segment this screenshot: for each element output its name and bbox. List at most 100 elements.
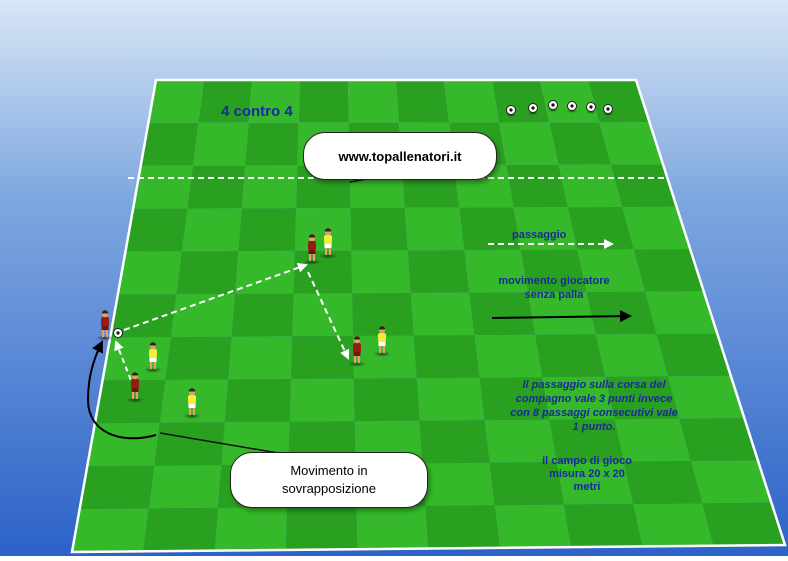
grass-tile xyxy=(353,335,417,379)
grass-tile xyxy=(410,292,475,336)
grass-tile xyxy=(527,292,596,335)
grass-tile xyxy=(444,80,500,123)
grass-tile xyxy=(87,422,160,467)
pitch-border xyxy=(70,78,787,554)
ball xyxy=(567,101,577,113)
grass-tile xyxy=(702,502,785,546)
legend-run-arrow xyxy=(491,310,632,323)
grass-tile xyxy=(154,422,225,466)
grass-tile xyxy=(235,250,295,294)
website-callout: www.topallenatori.it xyxy=(303,132,497,180)
grass-tile xyxy=(656,333,731,377)
grass-tile xyxy=(407,250,470,293)
grass-tile xyxy=(633,249,704,292)
movement-callout-pointer xyxy=(159,432,291,456)
drill-title: 4 contro 4 xyxy=(221,103,293,120)
grass-tile xyxy=(513,207,578,250)
red-player xyxy=(348,336,366,367)
grass-tile xyxy=(292,293,354,337)
ball xyxy=(586,102,596,114)
grass-tile xyxy=(499,122,559,165)
grass-tile xyxy=(143,507,218,552)
ball xyxy=(528,103,538,115)
grass-tile xyxy=(192,122,249,166)
grass-tile xyxy=(605,376,680,420)
grass-tile xyxy=(506,164,568,208)
field-size-text: il campo di gioco misura 20 x 20 metri xyxy=(542,455,632,493)
grass-tile xyxy=(117,251,182,295)
grass-tile xyxy=(422,462,495,506)
grass-tile xyxy=(520,249,587,293)
grass-tile xyxy=(623,461,703,504)
pass-arrow-1 xyxy=(123,262,308,331)
yellow-player xyxy=(373,326,391,357)
grass-tile xyxy=(489,462,564,506)
grass-tile xyxy=(285,506,358,550)
grass-tile xyxy=(353,378,420,422)
grass-tile xyxy=(567,207,634,250)
grass-tile xyxy=(170,293,235,338)
website-text: www.topallenatori.it xyxy=(338,148,462,164)
grass-tile xyxy=(294,207,352,251)
ball xyxy=(603,104,613,116)
grass-tile xyxy=(425,505,500,549)
grass-tile xyxy=(248,80,300,123)
grass-tile xyxy=(396,80,450,123)
grass-tile xyxy=(459,207,521,251)
grass-tile xyxy=(110,294,177,338)
legend-run-label: movimento giocatore senza palla xyxy=(498,275,610,301)
grass-tile xyxy=(577,249,646,292)
grass-tile xyxy=(494,504,572,548)
grass-tile xyxy=(350,207,408,251)
grass-tile xyxy=(614,418,691,462)
grass-tile xyxy=(241,165,298,209)
ball xyxy=(548,100,558,112)
grass-tile xyxy=(679,418,758,462)
grass-tile xyxy=(588,80,650,123)
ball xyxy=(506,105,516,117)
grass-tile xyxy=(140,122,199,166)
grass-tile xyxy=(610,164,677,208)
grass-tile xyxy=(556,461,634,505)
grass-tile xyxy=(289,378,355,422)
grass-tile xyxy=(148,465,222,509)
grass-tile xyxy=(404,207,465,251)
grass-tile xyxy=(291,335,354,380)
red-player xyxy=(303,234,321,265)
rules-text: Il passaggio sulla corsa del compagno va… xyxy=(510,379,678,433)
red-player xyxy=(96,310,114,341)
overlap-run-arrow xyxy=(86,340,157,440)
grass-tile xyxy=(542,376,615,420)
grass-tile xyxy=(79,465,155,510)
grass-tile xyxy=(224,379,292,423)
grass-tile xyxy=(484,419,557,463)
grass-tile xyxy=(599,122,664,165)
grass-tile xyxy=(228,336,293,380)
grass-tile xyxy=(492,80,550,123)
grass-tile xyxy=(563,504,643,548)
grass-tile xyxy=(633,503,714,547)
grass-tile xyxy=(125,208,188,252)
grass-tile xyxy=(198,80,252,123)
grass-tile xyxy=(469,292,536,336)
grass-tile xyxy=(176,251,239,295)
grass-tile xyxy=(214,507,288,551)
grass-tile xyxy=(558,164,623,208)
ball xyxy=(113,328,123,338)
grass-tile xyxy=(474,334,543,378)
grass-tile xyxy=(667,375,745,419)
grass-tile xyxy=(133,165,193,209)
grass-tile xyxy=(595,334,668,377)
pass-arrow-2 xyxy=(307,271,350,360)
red-player xyxy=(126,372,144,403)
grass-tile xyxy=(72,508,149,552)
grass-tile xyxy=(238,208,297,252)
grass-tile xyxy=(181,208,242,252)
grass-tile xyxy=(645,291,718,335)
yellow-player xyxy=(183,388,201,419)
ball-stock xyxy=(506,100,613,117)
grass-tile xyxy=(479,377,550,421)
grass-tile xyxy=(622,206,691,250)
grass-tile xyxy=(351,250,411,294)
